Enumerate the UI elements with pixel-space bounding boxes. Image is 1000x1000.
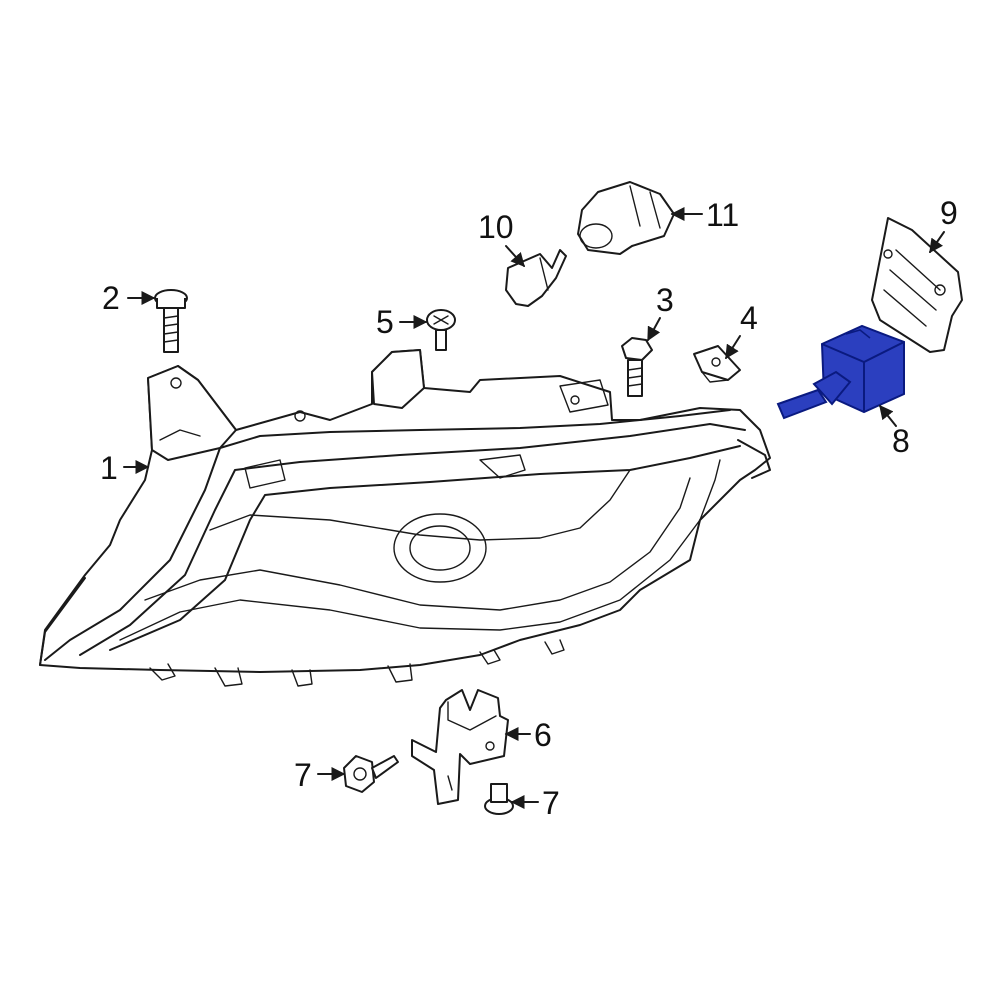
callout-7-left: 7 <box>294 757 346 793</box>
cover-plate-part-9[interactable] <box>871 217 963 353</box>
svg-text:1: 1 <box>100 450 118 486</box>
screw-part-7a[interactable] <box>343 755 399 793</box>
bolt-part-3[interactable] <box>621 337 653 397</box>
callout-4: 4 <box>725 300 758 360</box>
bolt-part-2[interactable] <box>154 289 188 353</box>
callout-10: 10 <box>478 209 525 268</box>
bracket-part-6[interactable] <box>411 689 509 805</box>
svg-text:9: 9 <box>940 195 958 231</box>
socket-part-11[interactable] <box>577 181 675 255</box>
headlamp-assembly[interactable] <box>39 349 771 687</box>
callout-7-right: 7 <box>510 785 560 821</box>
clip-nut-part-4[interactable] <box>693 345 741 383</box>
svg-text:11: 11 <box>706 197 739 233</box>
callout-5: 5 <box>376 304 428 340</box>
callout-1: 1 <box>100 450 150 486</box>
svg-text:2: 2 <box>102 280 120 316</box>
screw-part-7b[interactable] <box>484 783 514 815</box>
svg-text:7: 7 <box>294 757 312 793</box>
svg-text:6: 6 <box>534 717 552 753</box>
svg-text:4: 4 <box>740 300 758 336</box>
svg-text:3: 3 <box>656 282 674 318</box>
callout-9: 9 <box>929 195 958 254</box>
callout-3: 3 <box>647 282 674 342</box>
svg-text:5: 5 <box>376 304 394 340</box>
bulb-part-10[interactable] <box>505 249 567 307</box>
hid-bulb-part-8[interactable] <box>776 324 905 420</box>
callout-2: 2 <box>102 280 156 316</box>
callout-11: 11 <box>670 197 739 233</box>
svg-text:10: 10 <box>478 209 514 245</box>
svg-text:8: 8 <box>892 423 910 459</box>
screw-part-5[interactable] <box>426 309 456 351</box>
callout-8: 8 <box>879 404 910 459</box>
svg-text:7: 7 <box>542 785 560 821</box>
callout-6: 6 <box>504 717 552 753</box>
